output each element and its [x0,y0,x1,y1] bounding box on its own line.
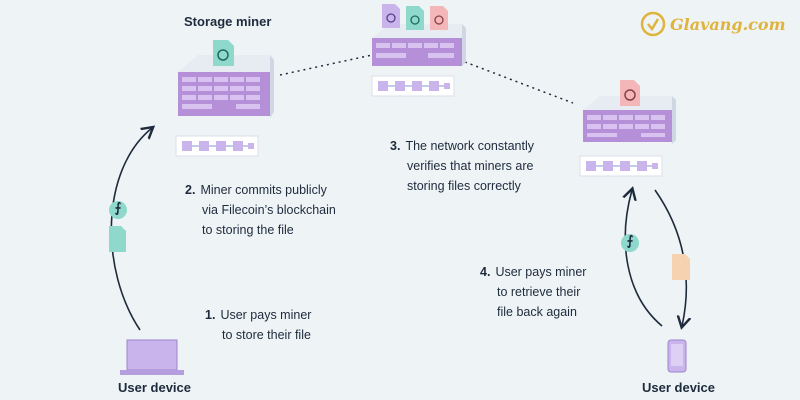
filecoin-token-icon-right [621,234,639,252]
step-4-line-2: to retrieve their [497,285,581,299]
brand-watermark: Glavang.com [640,8,790,40]
blockchain-ledger-right [579,155,663,177]
laptop-icon [120,339,184,375]
retrieval-server [583,80,676,144]
step-4-line-1: User pays miner [495,265,587,279]
user-device-right-label: User device [642,380,715,395]
store-payment-arrow [110,128,152,331]
network-link-right [464,61,574,104]
retrieval-payment-arrow [625,190,663,327]
phone-icon [667,339,687,373]
token-glyph-right: ⨍ [626,233,634,248]
step-2-line-1: Miner commits publicly [200,183,327,197]
step-2-line-3: to storing the file [202,223,294,237]
step-2-label: 2. Miner commits publicly via Filecoin’s … [185,180,336,240]
blockchain-ledger-top [371,75,455,97]
storage-miner-title: Storage miner [184,14,272,29]
step-3-line-1: The network constantly [405,139,534,153]
brand-name: Glavang.com [670,14,786,34]
step-1-label: 1. User pays miner to store their file [205,305,311,345]
upload-file-icon [109,226,126,252]
stored-file-icon [213,40,234,66]
step-4-line-3: file back again [497,305,577,319]
step-3-label: 3. The network constantly verifies that m… [390,136,534,196]
user-device-left-label: User device [118,380,191,395]
filecoin-token-icon-left [109,201,127,219]
network-server [372,4,466,66]
network-link-left [279,54,373,76]
step-1-number: 1. [205,308,216,322]
brand-logo-icon [640,11,666,37]
step-3-line-3: storing files correctly [407,179,521,193]
step-3-number: 3. [390,139,401,153]
step-2-line-2: via Filecoin’s blockchain [202,203,336,217]
step-2-number: 2. [185,183,196,197]
step-1-line-2: to store their file [222,328,311,342]
step-4-number: 4. [480,265,491,279]
step-3-line-2: verifies that miners are [407,159,534,173]
blockchain-ledger-left [175,135,259,157]
step-4-label: 4. User pays miner to retrieve their file… [480,262,586,322]
token-glyph-left: ⨍ [114,200,122,215]
step-1-line-1: User pays miner [220,308,312,322]
download-file-icon [672,254,690,280]
